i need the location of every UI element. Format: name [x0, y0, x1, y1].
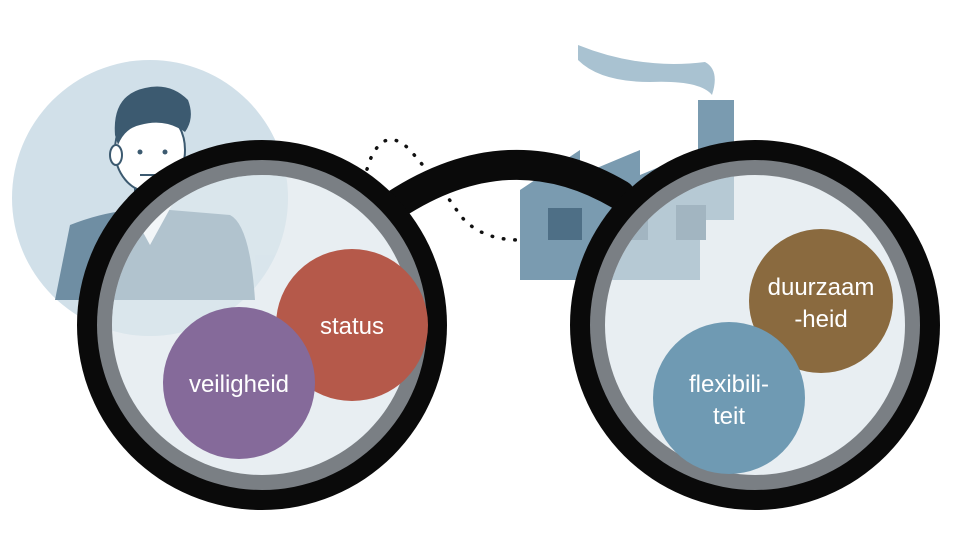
- bubble-status: [276, 249, 428, 401]
- bubble-duurzaamheid-label: duurzaam: [768, 274, 875, 301]
- glasses-bridge: [380, 149, 635, 220]
- bubble-status-label: status: [320, 313, 384, 340]
- bubble-duurzaamheid: [749, 229, 893, 373]
- bubble-veiligheid: [163, 307, 315, 459]
- right-lens: duurzaam -heid flexibili- teit: [570, 140, 940, 510]
- bubble-flexibiliteit-label-2: teit: [713, 403, 745, 430]
- bubble-flexibiliteit-label: flexibili-: [689, 371, 769, 398]
- bubble-veiligheid-label: veiligheid: [189, 371, 289, 398]
- bubble-flexibiliteit: [653, 322, 805, 474]
- bubble-duurzaamheid-label-2: -heid: [794, 306, 847, 333]
- left-lens: status veiligheid: [77, 140, 447, 510]
- dotted-path: [268, 137, 522, 242]
